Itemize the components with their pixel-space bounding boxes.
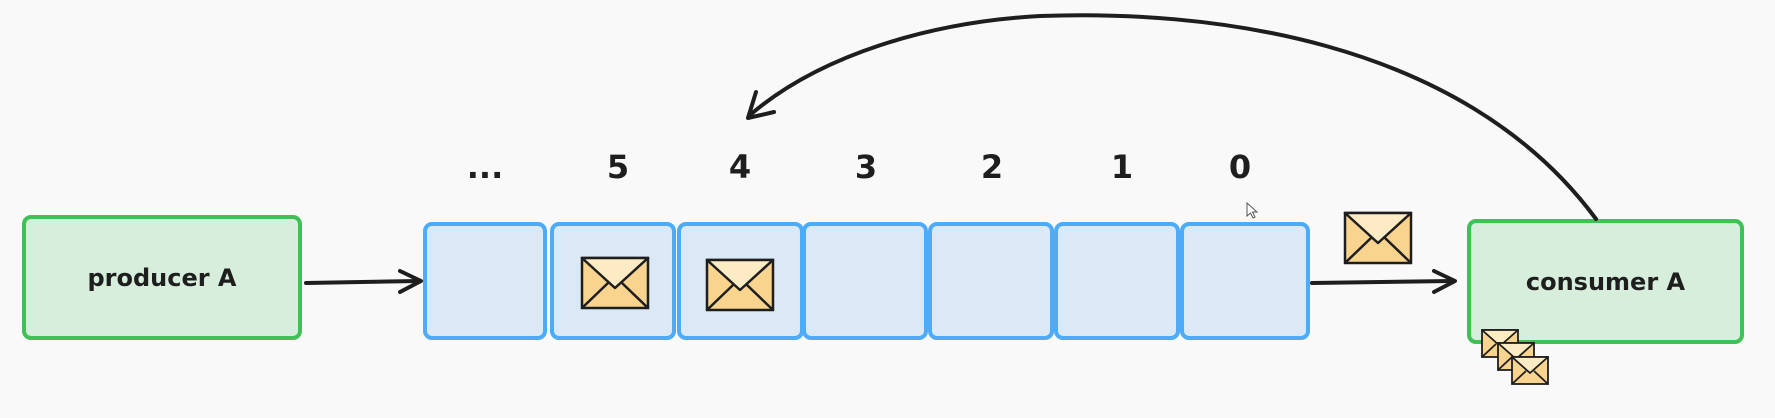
- consumer-node: consumer A: [1467, 219, 1744, 344]
- producer-node: producer A: [22, 215, 302, 340]
- arrow-queue-to-consumer: [1310, 269, 1457, 294]
- queue-cell-1: [1054, 222, 1180, 340]
- envelope-icon-consumed-3: [1511, 356, 1549, 385]
- index-label-0: 0: [1228, 148, 1252, 186]
- envelope-icon-slot-5: [580, 256, 650, 310]
- index-label-1: 1: [1110, 148, 1134, 186]
- index-label-ellipsis: ...: [466, 148, 504, 186]
- queue-cell-0: [1180, 222, 1310, 340]
- cursor-icon: [1246, 201, 1259, 219]
- queue-cell-3: [802, 222, 928, 340]
- envelope-icon-slot-4: [705, 258, 775, 312]
- queue-cell-2: [928, 222, 1054, 340]
- arrow-consumer-to-queue-feedback: [746, 13, 1598, 221]
- producer-label: producer A: [87, 263, 237, 292]
- index-label-4: 4: [728, 148, 752, 186]
- index-label-3: 3: [854, 148, 878, 186]
- index-label-5: 5: [606, 148, 630, 186]
- envelope-icon-in-transit: [1343, 211, 1413, 265]
- queue-cell-ellipsis: [423, 222, 547, 340]
- arrow-producer-to-queue: [304, 269, 423, 294]
- consumer-label: consumer A: [1525, 267, 1686, 296]
- index-label-2: 2: [980, 148, 1004, 186]
